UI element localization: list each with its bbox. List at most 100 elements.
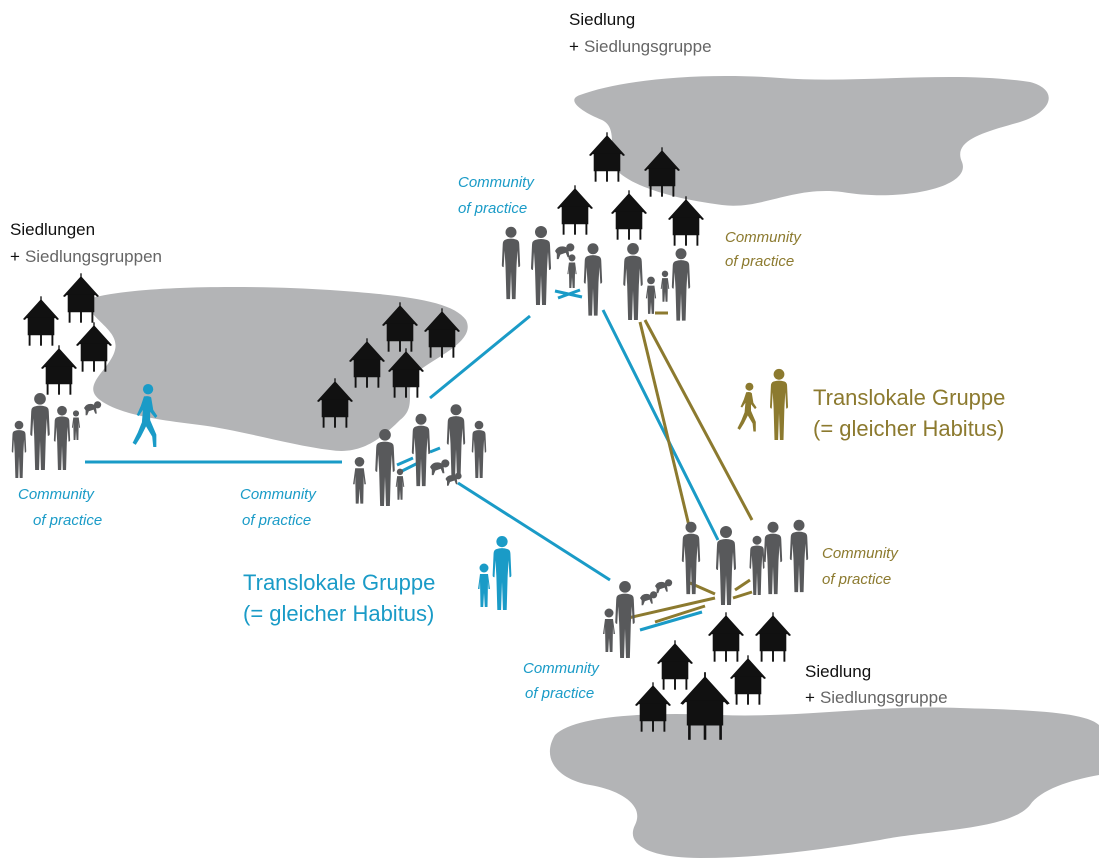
settlement-group-label: Siedlungsgruppe [584, 37, 712, 56]
community-label-line2: of practice [33, 512, 102, 529]
community-label-top-olive: Community of practice [725, 229, 802, 270]
olive-connection-line [638, 321, 692, 531]
plus-sign: + [569, 37, 579, 56]
child-person-icon [645, 276, 657, 314]
translocal-group-label-olive: Translokale Gruppe (= gleicher Habitus) [813, 385, 1005, 441]
community-label-line2: of practice [458, 200, 527, 217]
plus-sign: + [805, 688, 815, 707]
house-icon [62, 273, 100, 323]
adult-person-icon [763, 521, 783, 595]
community-label-line1: Community [523, 660, 600, 677]
settlement-label-top: Siedlung + Siedlungsgruppe [569, 10, 712, 56]
olive-practice-link [732, 590, 753, 600]
people-left [11, 392, 102, 478]
blue-practice-link [429, 446, 441, 454]
adult-person-icon [770, 368, 788, 440]
house-icon [707, 612, 745, 662]
house-icon [729, 655, 767, 705]
walking-person-icon [737, 382, 757, 432]
adult-person-icon [623, 242, 643, 320]
settlement-title: Siedlungen [10, 220, 95, 239]
community-label-line1: Community [240, 486, 317, 503]
baby-icon [430, 459, 450, 476]
translocal-group-note: (= gleicher Habitus) [243, 601, 434, 626]
settlement-group-label: Siedlungsgruppen [25, 247, 162, 266]
translocal-group-olive-figures [737, 368, 788, 440]
translocal-group-note: (= gleicher Habitus) [813, 416, 1004, 441]
community-label-left-blue: Community of practice [18, 486, 102, 529]
adult-person-icon [716, 526, 736, 605]
settlement-label-bottom: Siedlung + Siedlungsgruppe [805, 662, 948, 707]
community-label-top-blue: Community of practice [458, 174, 535, 217]
house-icon [40, 345, 78, 395]
child-person-icon [71, 410, 81, 440]
child-person-icon [353, 456, 366, 504]
plus-sign: + [10, 247, 20, 266]
settlement-label-left: Siedlungen + Siedlungsgruppen [10, 220, 162, 266]
adult-person-icon [501, 226, 521, 300]
house-icon [754, 612, 792, 662]
community-label-line2: of practice [242, 512, 311, 529]
house-icon [667, 196, 705, 246]
child-person-icon [660, 270, 670, 302]
house-icon [75, 322, 113, 372]
community-label-line1: Community [18, 486, 95, 503]
blue-practice-link [639, 610, 703, 632]
olive-practice-link [734, 578, 751, 592]
settlement-area-left [85, 287, 468, 451]
adult-person-icon [375, 428, 395, 506]
child-person-icon [478, 563, 490, 607]
olive-practice-link [654, 604, 706, 624]
settlement-title: Siedlung [805, 662, 871, 681]
house-icon [556, 185, 594, 235]
child-person-icon [567, 254, 577, 288]
people-top [501, 226, 691, 321]
blue-connection-line [429, 314, 531, 400]
adult-person-icon [471, 420, 487, 478]
settlement-area-top [574, 75, 1049, 206]
community-label-line2: of practice [725, 253, 794, 270]
blue-connection-line [457, 481, 611, 582]
blue-connection-line [601, 309, 720, 541]
adult-person-icon [446, 404, 466, 477]
adult-person-icon [492, 535, 512, 610]
adult-person-icon [671, 248, 691, 321]
adult-person-icon [583, 243, 603, 316]
olive-practice-link [627, 596, 716, 620]
adult-person-icon [30, 392, 50, 470]
settlement-subtitle: + Siedlungsgruppe [569, 37, 712, 56]
community-label-middle-blue: Community of practice [240, 486, 317, 529]
adult-person-icon [789, 519, 809, 593]
baby-icon [655, 579, 673, 594]
baby-icon [84, 401, 102, 416]
house-icon [22, 296, 60, 346]
adult-person-icon [53, 405, 71, 470]
community-label-line1: Community [822, 545, 899, 562]
child-person-icon [395, 468, 405, 500]
adult-person-icon [749, 535, 765, 595]
settlement-title: Siedlung [569, 10, 635, 29]
settlement-subtitle: + Siedlungsgruppe [805, 688, 948, 707]
adult-person-icon [531, 226, 551, 305]
translocal-group-title: Translokale Gruppe [243, 570, 435, 595]
house-icon [610, 190, 648, 240]
child-person-icon [603, 608, 615, 652]
community-label-line2: of practice [525, 685, 594, 702]
translocal-group-title: Translokale Gruppe [813, 385, 1005, 410]
adult-person-icon [615, 580, 635, 658]
community-label-bottom-olive: Community of practice [822, 545, 899, 588]
adult-person-icon [11, 420, 27, 478]
blue-practice-link [396, 456, 414, 467]
adult-person-icon [411, 413, 431, 487]
house-icon [656, 640, 694, 690]
baby-icon [640, 591, 658, 606]
settlement-area-bottom [549, 707, 1099, 858]
community-label-line1: Community [458, 174, 535, 191]
community-label-line1: Community [725, 229, 802, 246]
community-label-line2: of practice [822, 571, 891, 588]
settlement-group-label: Siedlungsgruppe [820, 688, 948, 707]
translocal-group-blue-figures [478, 535, 512, 610]
settlement-subtitle: + Siedlungsgruppen [10, 247, 162, 266]
blue-practice-link [557, 288, 581, 300]
